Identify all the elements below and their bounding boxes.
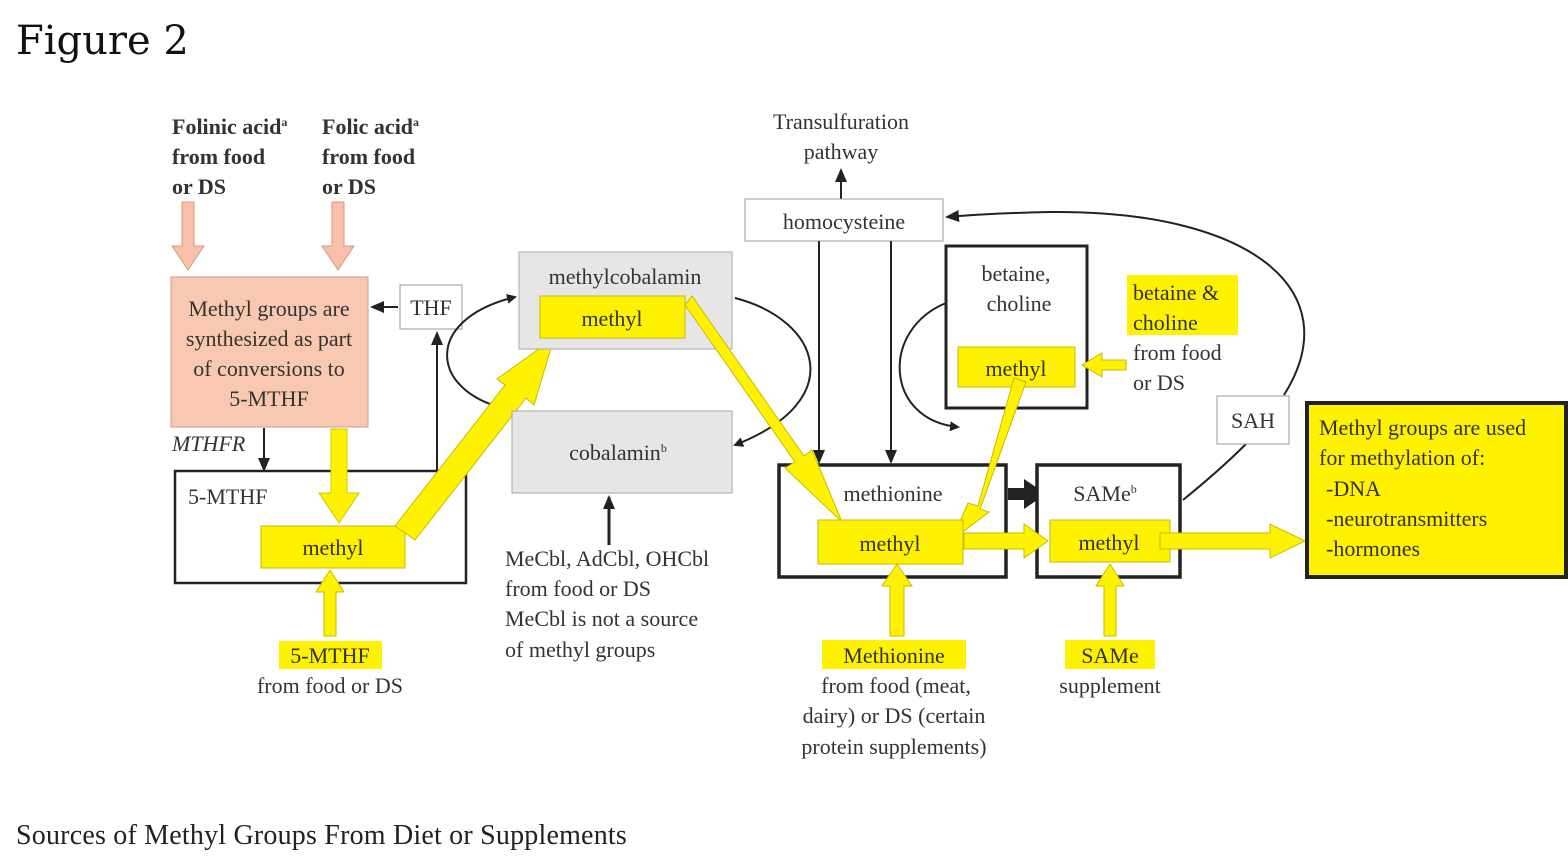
- svg-text:betaine &: betaine &: [1133, 280, 1219, 305]
- svg-text:betaine,: betaine,: [981, 261, 1050, 286]
- transsulfuration-label: Transulfuration pathway: [773, 109, 909, 164]
- methylcobalamin-to-methionine-arrow: [684, 295, 843, 523]
- svg-text:Methyl groups are used: Methyl groups are used: [1319, 415, 1526, 440]
- figure-caption: Sources of Methyl Groups From Diet or Su…: [16, 820, 627, 851]
- svg-text:SAH: SAH: [1231, 408, 1275, 433]
- svg-text:methyl: methyl: [302, 535, 363, 560]
- svg-text:-neurotransmitters: -neurotransmitters: [1326, 506, 1487, 531]
- svg-text:of conversions to: of conversions to: [193, 356, 345, 381]
- svg-text:5-MTHF: 5-MTHF: [229, 386, 308, 411]
- betaine-methyl: methyl: [957, 346, 1076, 388]
- svg-text:from food: from food: [1133, 340, 1222, 365]
- svg-text:methionine: methionine: [844, 481, 943, 506]
- synthesis-to-methyl-arrow: [318, 428, 360, 524]
- svg-text:or DS: or DS: [322, 174, 376, 199]
- methionine-methyl: methyl: [817, 519, 964, 565]
- folic-acid-source: Folic acida from food or DS: [322, 114, 419, 199]
- svg-text:choline: choline: [987, 291, 1052, 316]
- svg-text:from food (meat,: from food (meat,: [821, 673, 971, 698]
- synthesis-box: Methyl groups are synthesized as part of…: [170, 276, 369, 428]
- methionine-to-same-arrow: [1008, 479, 1046, 509]
- methionine-source-text: from food (meat, dairy) or DS (certain p…: [801, 673, 986, 759]
- cobalamin-source: MeCbl, AdCbl, OHCbl from food or DS MeCb…: [505, 546, 709, 662]
- svg-text:choline: choline: [1133, 310, 1198, 335]
- svg-text:methyl: methyl: [859, 531, 920, 556]
- svg-text:or DS: or DS: [1133, 370, 1185, 395]
- svg-text:of methyl groups: of methyl groups: [505, 637, 655, 662]
- sah-box: SAH: [1216, 395, 1290, 445]
- folinic-acid-source: Folinic acida from food or DS: [172, 114, 287, 199]
- svg-text:dairy) or DS (certain: dairy) or DS (certain: [803, 703, 986, 728]
- betaine-to-methionine-arrow: [950, 377, 1027, 542]
- betaine-source-arrow: [1081, 352, 1127, 378]
- mthf-source-arrow: [315, 569, 345, 637]
- folinic-arrow: [171, 201, 205, 271]
- svg-text:pathway: pathway: [804, 139, 879, 164]
- svg-text:protein supplements): protein supplements): [801, 734, 986, 759]
- mthfr-label: MTHFR: [171, 431, 246, 456]
- betaine-cycle-arc: [898, 302, 960, 432]
- svg-text:Folic acida: Folic acida: [322, 114, 419, 139]
- cobalamin-box: cobalaminb: [511, 410, 733, 494]
- svg-text:5-MTHF: 5-MTHF: [188, 484, 267, 509]
- methionine-methyl-to-same-methyl-arrow: [963, 523, 1049, 559]
- methylation-uses-box: Methyl groups are used for methylation o…: [1305, 401, 1568, 579]
- svg-text:Methyl groups are: Methyl groups are: [188, 296, 349, 321]
- svg-text:homocysteine: homocysteine: [783, 209, 905, 234]
- betaine-source: betaine & choline from food or DS: [1127, 275, 1238, 395]
- cobalamin-cycle-left: [446, 294, 517, 411]
- svg-text:from food: from food: [172, 144, 265, 169]
- mthf-to-methylcobalamin-arrow: [394, 336, 555, 541]
- svg-text:synthesized as part: synthesized as part: [186, 326, 352, 351]
- methionine-source-highlight: Methionine: [843, 643, 944, 668]
- svg-text:Folinic acida: Folinic acida: [172, 114, 287, 139]
- svg-text:Transulfuration: Transulfuration: [773, 109, 909, 134]
- svg-text:from food: from food: [322, 144, 415, 169]
- methionine-source-arrow: [881, 563, 913, 637]
- mthf-methyl: methyl: [260, 525, 406, 569]
- svg-text:cobalaminb: cobalaminb: [569, 440, 667, 465]
- svg-text:-DNA: -DNA: [1326, 476, 1381, 501]
- same-source-highlight: SAMe: [1081, 643, 1138, 668]
- same-to-uses-arrow: [1159, 523, 1307, 559]
- svg-text:methylcobalamin: methylcobalamin: [549, 264, 702, 289]
- thf-box: THF: [399, 284, 463, 330]
- homocysteine-box: homocysteine: [744, 198, 944, 242]
- svg-text:SAMeb: SAMeb: [1073, 481, 1136, 506]
- same-source-text: supplement: [1059, 673, 1160, 698]
- methylcobalamin-methyl: methyl: [539, 295, 686, 339]
- svg-text:methyl: methyl: [581, 306, 642, 331]
- svg-text:THF: THF: [410, 295, 452, 320]
- svg-text:-hormones: -hormones: [1326, 536, 1420, 561]
- mthf-source-highlight: 5-MTHF: [290, 643, 369, 668]
- folic-arrow: [321, 201, 355, 271]
- same-methyl: methyl: [1049, 519, 1171, 563]
- svg-text:methyl: methyl: [1078, 530, 1139, 555]
- svg-text:MeCbl, AdCbl, OHCbl: MeCbl, AdCbl, OHCbl: [505, 546, 709, 571]
- svg-text:from food or DS: from food or DS: [505, 576, 651, 601]
- sah-to-homocysteine-curve: [945, 209, 1306, 396]
- svg-text:methyl: methyl: [985, 356, 1046, 381]
- svg-text:or DS: or DS: [172, 174, 226, 199]
- svg-text:MeCbl is not a source: MeCbl is not a source: [505, 606, 698, 631]
- svg-text:for methylation of:: for methylation of:: [1319, 445, 1485, 470]
- mthf-source-text: from food or DS: [257, 673, 403, 698]
- figure-title: Figure 2: [16, 18, 189, 64]
- same-source-arrow: [1095, 563, 1125, 637]
- same-to-sah-line: [1182, 443, 1247, 501]
